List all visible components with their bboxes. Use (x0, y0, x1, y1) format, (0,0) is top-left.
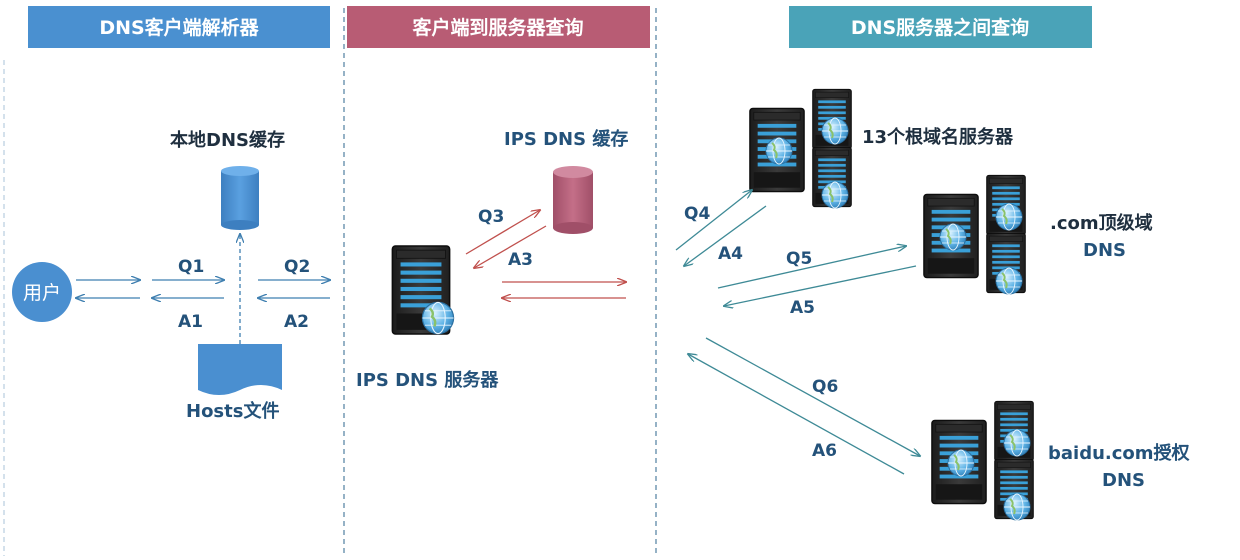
ips-cache-label: IPS DNS 缓存 (504, 128, 628, 150)
svg-text:用户: 用户 (23, 282, 61, 304)
label-q2: Q2 (284, 257, 310, 277)
label-a2: A2 (284, 312, 309, 332)
label-q6: Q6 (812, 377, 838, 397)
auth-label-line1: baidu.com授权 (1048, 442, 1191, 464)
tld-servers-cluster-icon (924, 175, 1025, 294)
svg-text:DNS客户端解析器: DNS客户端解析器 (99, 16, 259, 39)
root-servers-cluster-icon (750, 89, 851, 208)
arrow-q3 (465, 210, 540, 255)
label-a1: A1 (178, 312, 203, 332)
root-servers-label: 13个根域名服务器 (862, 126, 1014, 148)
arrow-a4 (684, 205, 767, 266)
tld-label-line2: DNS (1083, 240, 1126, 261)
tld-label-line1: .com顶级域 (1050, 212, 1153, 234)
header-client-to-server: 客户端到服务器查询 (347, 6, 650, 48)
label-q5: Q5 (786, 249, 812, 269)
arrow-q5 (717, 246, 906, 289)
auth-servers-cluster-icon (932, 401, 1033, 520)
local-cache-label: 本地DNS缓存 (170, 129, 285, 151)
user-node: 用户 (12, 262, 72, 322)
svg-text:客户端到服务器查询: 客户端到服务器查询 (412, 16, 583, 39)
label-a6: A6 (812, 441, 837, 461)
label-a4: A4 (718, 244, 743, 264)
label-a3: A3 (508, 250, 533, 270)
ips-dns-server-icon (391, 245, 455, 335)
header-server-to-server: DNS服务器之间查询 (789, 6, 1092, 48)
hosts-file-icon (198, 344, 282, 395)
arrow-a5 (724, 265, 917, 306)
arrow-a6 (688, 354, 905, 475)
arrow-q4 (675, 190, 752, 251)
arrow-a3 (474, 225, 547, 268)
auth-label-line2: DNS (1102, 470, 1145, 491)
ips-cache-cylinder-icon (553, 166, 593, 234)
arrow-q6 (705, 337, 920, 456)
local-cache-cylinder-icon (221, 166, 259, 230)
label-q1: Q1 (178, 257, 204, 277)
label-a5: A5 (790, 298, 815, 318)
header-client-resolver: DNS客户端解析器 (28, 6, 330, 48)
ips-server-label: IPS DNS 服务器 (356, 369, 499, 391)
hosts-file-label: Hosts文件 (186, 400, 279, 422)
label-q4: Q4 (684, 204, 710, 224)
label-q3: Q3 (478, 207, 504, 227)
svg-text:DNS服务器之间查询: DNS服务器之间查询 (851, 16, 1029, 39)
